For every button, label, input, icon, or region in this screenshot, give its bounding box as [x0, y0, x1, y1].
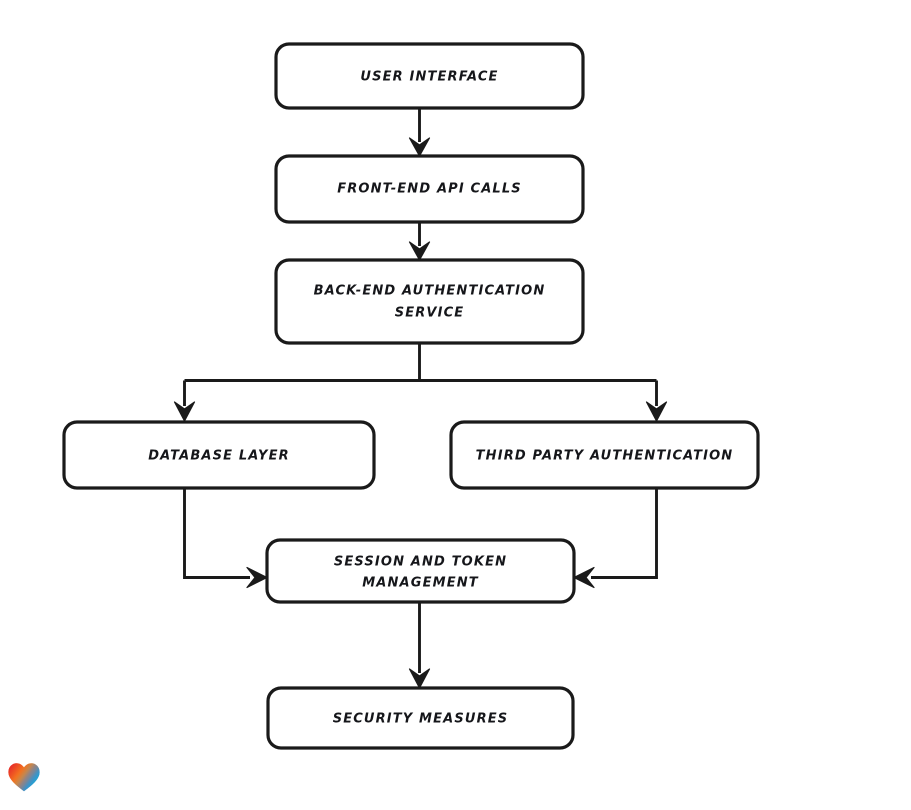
node-session-and-token-management-label-line2: MANAGEMENT — [362, 576, 479, 591]
node-back-end-authentication-service-box[interactable] — [274, 258, 585, 345]
node-back-end-authentication-service-label-line2: SERVICE — [395, 306, 465, 321]
node-back-end-authentication-service[interactable]: BACK-END AUTHENTICATION SERVICE — [274, 258, 585, 345]
node-user-interface-box[interactable] — [274, 42, 585, 110]
node-session-and-token-management-box[interactable] — [265, 538, 576, 604]
edge-ui-to-api-arrowhead — [408, 137, 431, 157]
node-session-and-token-management-label-line1: SESSION AND TOKEN — [334, 555, 507, 570]
edge-thirdparty-to-session-line — [591, 488, 658, 579]
heart-icon — [8, 763, 40, 792]
edge-thirdparty-to-session — [573, 488, 658, 589]
edge-backend-to-thirdparty — [645, 380, 668, 422]
node-security-measures-label: SECURITY MEASURES — [333, 712, 509, 727]
node-back-end-authentication-service-label-line1: BACK-END AUTHENTICATION — [314, 284, 546, 299]
node-third-party-authentication-box[interactable] — [449, 420, 760, 490]
node-front-end-api-calls-box[interactable] — [274, 154, 585, 224]
node-front-end-api-calls[interactable]: FRONT-END API CALLS — [274, 154, 585, 224]
heart-icon-overlay — [8, 763, 40, 792]
node-security-measures[interactable]: SECURITY MEASURES — [266, 686, 575, 750]
edge-ui-to-api — [408, 108, 431, 157]
node-database-layer[interactable]: DATABASE LAYER — [62, 420, 376, 490]
node-user-interface[interactable]: USER INTERFACE — [274, 42, 585, 110]
edge-database-to-session — [183, 488, 268, 589]
edge-database-to-session-arrowhead — [246, 566, 268, 589]
edge-backend-to-thirdparty-arrowhead — [645, 401, 668, 422]
edge-backend-split-trunk — [184, 343, 657, 382]
edge-thirdparty-to-session-arrowhead — [573, 566, 595, 589]
node-user-interface-label: USER INTERFACE — [360, 70, 498, 85]
node-database-layer-label: DATABASE LAYER — [148, 449, 290, 464]
node-third-party-authentication-label: THIRD PARTY AUTHENTICATION — [476, 449, 734, 464]
edge-database-to-session-line — [183, 488, 250, 579]
edge-session-to-security-arrowhead — [408, 668, 431, 689]
node-security-measures-box[interactable] — [266, 686, 575, 750]
edge-api-to-backend-arrowhead — [408, 241, 431, 261]
node-front-end-api-calls-label: FRONT-END API CALLS — [337, 182, 522, 197]
edge-backend-to-database — [173, 380, 196, 422]
node-session-and-token-management[interactable]: SESSION AND TOKEN MANAGEMENT — [265, 538, 576, 604]
node-third-party-authentication[interactable]: THIRD PARTY AUTHENTICATION — [449, 420, 760, 490]
edge-api-to-backend — [408, 222, 431, 261]
edge-session-to-security — [408, 602, 431, 689]
edge-backend-to-database-arrowhead — [173, 401, 196, 422]
node-database-layer-box[interactable] — [62, 420, 376, 490]
